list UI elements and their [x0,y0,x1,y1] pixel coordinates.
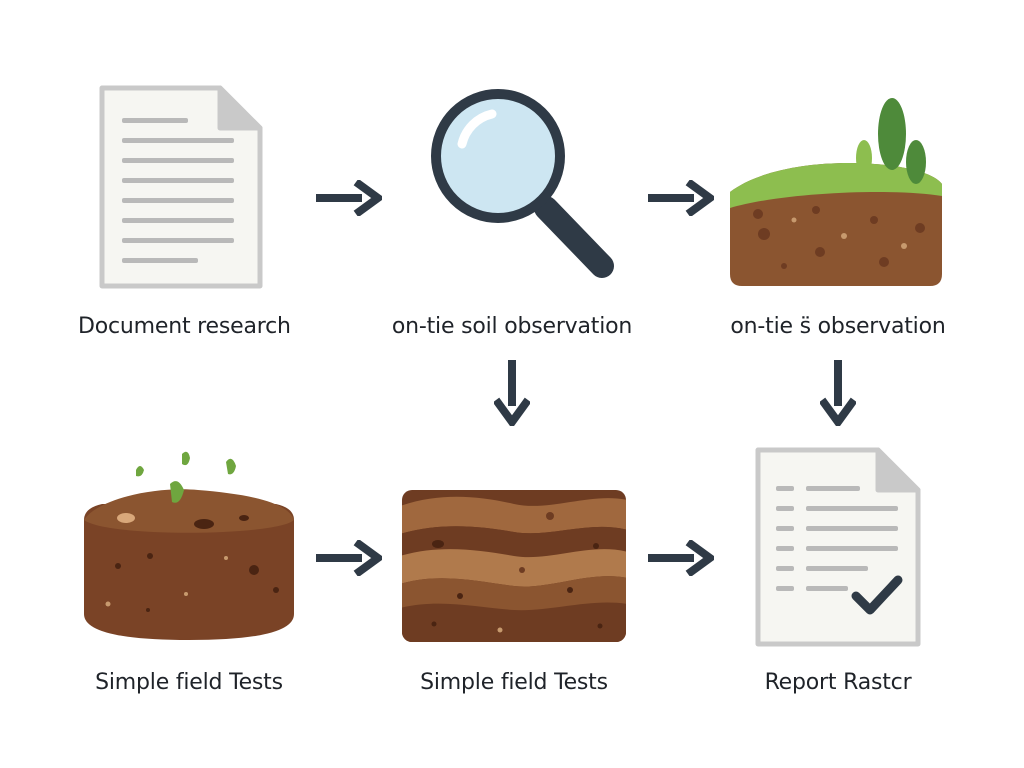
node-label-field-tests-layers: Simple field Tests [420,670,608,695]
arrow-down-icon [494,360,530,426]
node-label-site-observation-terrain: on-tie s̈ observation [730,314,946,339]
report-checkmark-icon [755,447,921,647]
arrow-right-icon [648,540,714,576]
soil-layers-icon [402,490,626,642]
document-icon [99,85,263,289]
magnifier-icon [431,89,614,278]
terrain-icon [730,98,942,286]
node-label-site-soil-observation: on-tie soil observation [391,314,633,339]
node-label-document-research: Document research [78,314,291,339]
arrow-right-icon [316,540,382,576]
arrow-down-icon [820,360,856,426]
node-label-field-tests-sample: Simple field Tests [95,670,283,695]
arrow-right-icon [648,180,714,216]
soil-sample-icon [84,451,294,640]
node-label-report: Report Rastcr [764,670,912,695]
arrow-right-icon [316,180,382,216]
